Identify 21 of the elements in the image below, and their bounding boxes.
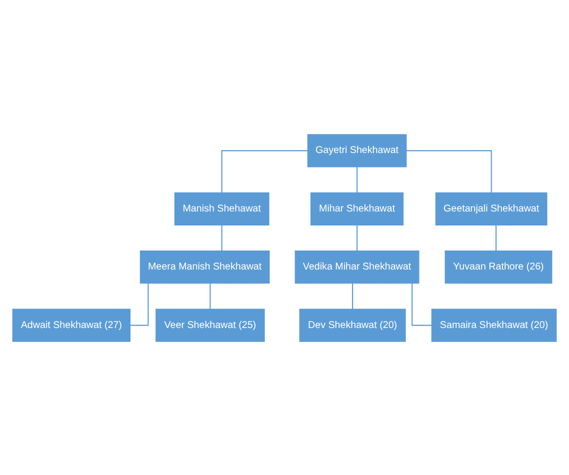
connector xyxy=(496,224,497,250)
node-box: Veer Shekhawat (25) xyxy=(156,308,265,342)
node-box: Gayetri Shekhawat xyxy=(307,134,407,167)
connector xyxy=(356,166,358,192)
connector xyxy=(356,224,358,250)
node-box: Vedika Mihar Shekhawat xyxy=(294,250,420,284)
node-box: Adwait Shekhawat (27) xyxy=(12,308,130,342)
connector xyxy=(130,282,149,326)
connector xyxy=(412,282,432,326)
connector xyxy=(210,282,211,309)
node-box: Samaira Shekhawat (20) xyxy=(431,308,557,342)
connector xyxy=(352,282,354,309)
node-box: Yuvaan Rathore (26) xyxy=(444,250,552,284)
connector xyxy=(406,150,492,192)
node-box: Geetanjali Shekhawat xyxy=(435,192,548,225)
node-box: Dev Shekhawat (20) xyxy=(299,308,406,342)
connector xyxy=(221,224,222,250)
node-box: Meera Manish Shekhawat xyxy=(140,250,270,284)
node-box: Manish Shehawat xyxy=(174,192,270,225)
connector xyxy=(221,150,308,192)
node-box: Mihar Shekhawat xyxy=(310,192,404,225)
